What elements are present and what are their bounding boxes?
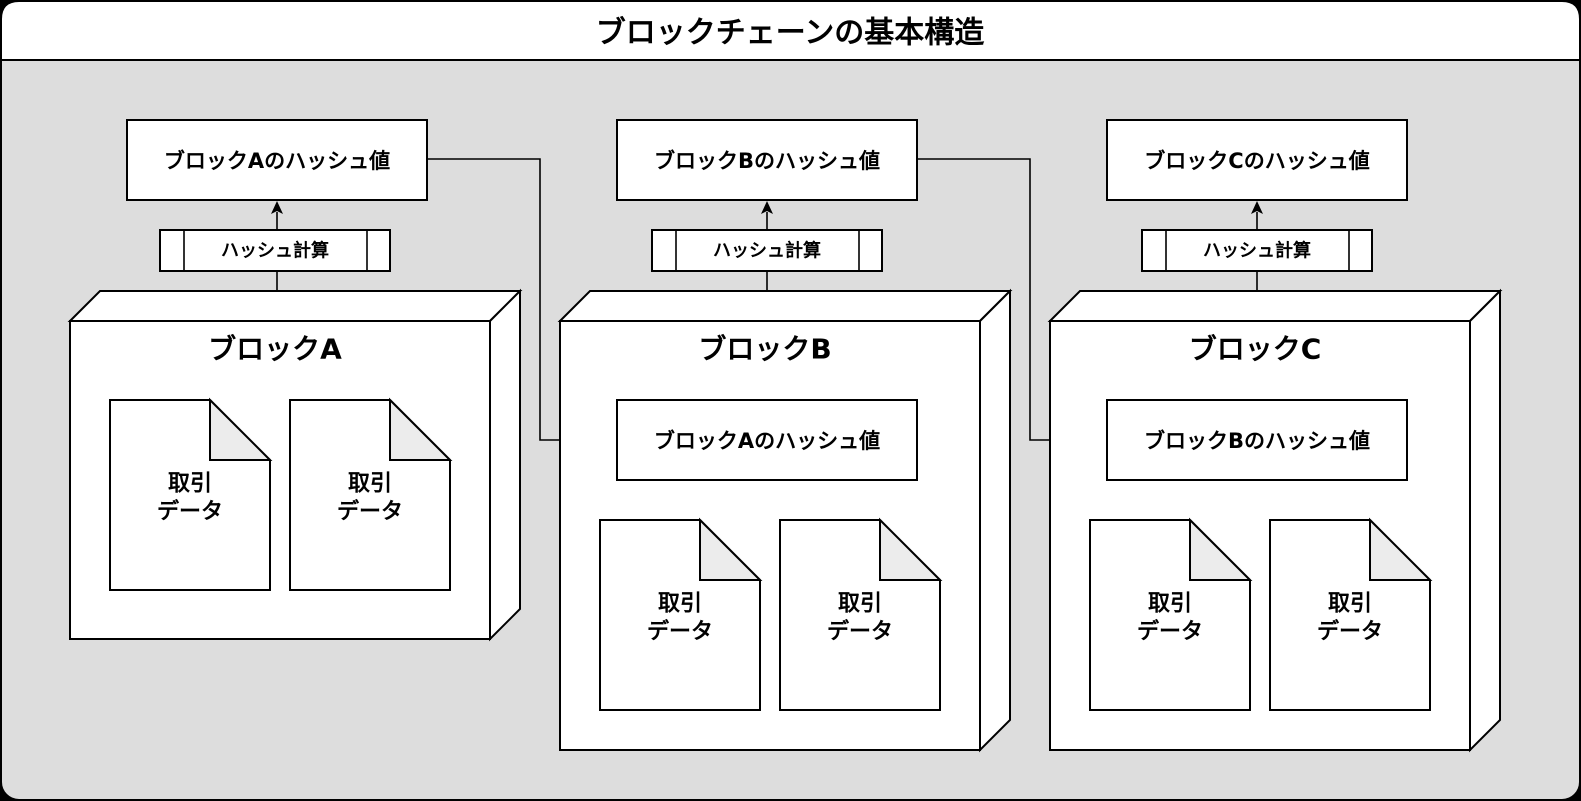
block-a-hash-box bbox=[126, 119, 428, 201]
block-c-top-face bbox=[1047, 290, 1503, 322]
block-b-name: ブロックB bbox=[698, 333, 831, 366]
document-fold-corner bbox=[1189, 517, 1253, 581]
document-label-line1: 取引 bbox=[348, 472, 392, 497]
document-label-line2: データ bbox=[337, 499, 403, 525]
block-a-document-1: 取引 データ bbox=[109, 397, 273, 591]
block-b-hash-label: ブロックBのハッシュ値 bbox=[654, 149, 880, 173]
block-c-calc-box bbox=[1141, 229, 1373, 272]
block-b-prev-hash-label: ブロックAのハッシュ値 bbox=[654, 429, 880, 453]
block-b-document-2: 取引 データ bbox=[779, 517, 943, 711]
document-label-line1: 取引 bbox=[168, 472, 212, 497]
block-b-hash-box bbox=[616, 119, 918, 201]
document-label-line2: データ bbox=[827, 619, 893, 645]
block-c-calc-label: ハッシュ計算 bbox=[1203, 240, 1311, 262]
document-fold-corner bbox=[1369, 517, 1433, 581]
document-fold-corner bbox=[389, 397, 453, 461]
block-a-side-face bbox=[489, 288, 521, 642]
block-b-side-face bbox=[979, 288, 1011, 753]
document-label-line2: データ bbox=[1137, 619, 1203, 645]
document-label-line1: 取引 bbox=[658, 592, 702, 617]
block-b-prev-hash-box bbox=[616, 399, 918, 481]
block-a-calc-box bbox=[159, 229, 391, 272]
block-a-name: ブロックA bbox=[208, 333, 342, 366]
document-label-line1: 取引 bbox=[1328, 592, 1372, 617]
document-fold-corner bbox=[699, 517, 763, 581]
block-c-group: ブロックCのハッシュ値 ハッシュ計算 ブロックC ブロックBのハッシュ値 取引 … bbox=[1047, 119, 1503, 753]
document-fold-corner bbox=[209, 397, 273, 461]
block-a-document-2: 取引 データ bbox=[289, 397, 453, 591]
block-c-side-face bbox=[1469, 288, 1501, 753]
block-b-calc-box bbox=[651, 229, 883, 272]
document-fold-corner bbox=[879, 517, 943, 581]
block-a-calc-label: ハッシュ計算 bbox=[221, 240, 329, 262]
block-b-calc-label: ハッシュ計算 bbox=[713, 240, 821, 262]
block-a-up-arrowhead bbox=[271, 201, 283, 214]
document-label-line2: データ bbox=[157, 499, 223, 525]
block-b-group: ブロックBのハッシュ値 ハッシュ計算 ブロックB ブロックAのハッシュ値 取引 … bbox=[557, 119, 1013, 753]
block-c-prev-hash-label: ブロックBのハッシュ値 bbox=[1144, 429, 1370, 453]
document-label-line1: 取引 bbox=[1148, 592, 1192, 617]
block-c-document-2: 取引 データ bbox=[1269, 517, 1433, 711]
block-b-top-face bbox=[557, 290, 1013, 322]
title-bar bbox=[0, 0, 1581, 61]
page-title: ブロックチェーンの基本構造 bbox=[596, 16, 985, 51]
block-b-up-arrowhead bbox=[761, 201, 773, 214]
block-c-up-arrowhead bbox=[1251, 201, 1263, 214]
block-c-name: ブロックC bbox=[1189, 333, 1322, 366]
block-c-hash-box bbox=[1106, 119, 1408, 201]
document-label-line1: 取引 bbox=[838, 592, 882, 617]
block-a-top-face bbox=[67, 290, 523, 322]
document-label-line2: データ bbox=[1317, 619, 1383, 645]
block-c-prev-hash-box bbox=[1106, 399, 1408, 481]
document-label-line2: データ bbox=[647, 619, 713, 645]
block-c-document-1: 取引 データ bbox=[1089, 517, 1253, 711]
block-c-hash-label: ブロックCのハッシュ値 bbox=[1144, 149, 1369, 173]
block-b-document-1: 取引 データ bbox=[599, 517, 763, 711]
block-a-hash-label: ブロックAのハッシュ値 bbox=[164, 149, 390, 173]
block-a-group: ブロックAのハッシュ値 ハッシュ計算 ブロックA 取引 データ 取引 データ bbox=[67, 119, 523, 642]
